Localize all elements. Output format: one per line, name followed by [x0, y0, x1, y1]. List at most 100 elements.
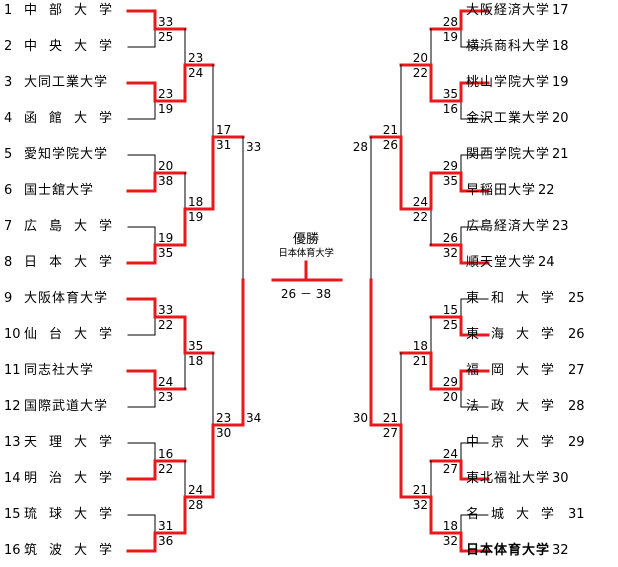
score-bottom: 30: [216, 426, 232, 440]
score-bottom: 30: [352, 411, 368, 425]
score-top: 33: [158, 303, 174, 317]
score-bottom: 20: [442, 390, 458, 404]
team-name: 広島経済大学: [466, 219, 551, 234]
score-top: 15: [442, 303, 458, 317]
score-bottom: 27: [442, 462, 458, 476]
team-name: 日本大学: [24, 255, 125, 270]
score-top: 35: [442, 87, 458, 101]
team-name: 琉球大学: [24, 507, 125, 522]
final-score: 26 － 38: [280, 287, 332, 301]
team-seed: 22: [538, 183, 555, 198]
team-name: 桃山学院大学: [466, 75, 551, 90]
team-name: 順天堂大学: [466, 255, 537, 270]
score-top: 19: [158, 231, 174, 245]
score-top: 24: [412, 195, 428, 209]
score-top: 29: [442, 375, 458, 389]
score-top: 20: [412, 51, 428, 65]
score-top: 21: [412, 483, 428, 497]
team-seed: 9: [4, 291, 13, 306]
team-seed: 28: [568, 399, 585, 414]
team-seed: 32: [552, 543, 569, 558]
champion-title: 優勝: [292, 232, 319, 247]
team-seed: 5: [4, 147, 13, 162]
team-name: 筑波大学: [24, 543, 125, 558]
score-top: 29: [442, 159, 458, 173]
team-name: 仙台大学: [24, 327, 125, 342]
score-top: 23: [216, 411, 232, 425]
score-bottom: 21: [412, 354, 428, 368]
score-top: 33: [158, 15, 174, 29]
team-name: 天理大学: [24, 435, 125, 450]
team-seed: 6: [4, 183, 13, 198]
score-top: 21: [382, 411, 398, 425]
team-seed: 21: [552, 147, 569, 162]
team-seed: 23: [552, 219, 569, 234]
score-bottom: 32: [412, 498, 428, 512]
score-bottom: 27: [382, 426, 398, 440]
score-bottom: 23: [158, 390, 174, 404]
team-name: 日本体育大学: [466, 543, 551, 558]
score-top: 24: [188, 483, 204, 497]
team-name: 中京大学: [466, 435, 567, 450]
team-seed: 18: [552, 39, 569, 54]
team-name: 法政大学: [466, 399, 567, 414]
score-bottom: 24: [188, 66, 204, 80]
team-name: 東北福祉大学: [466, 471, 551, 486]
score-bottom: 32: [442, 534, 458, 548]
score-top: 17: [216, 123, 232, 137]
team-name: 広島大学: [24, 219, 125, 234]
score-bottom: 36: [158, 534, 174, 548]
score-bottom: 35: [442, 174, 458, 188]
score-bottom: 38: [158, 174, 174, 188]
score-top: 18: [412, 339, 428, 353]
score-top: 28: [442, 15, 458, 29]
team-seed: 17: [552, 3, 569, 18]
team-seed: 4: [4, 111, 13, 126]
score-top: 16: [158, 447, 174, 461]
team-name: 早稲田大学: [466, 183, 537, 198]
team-seed: 12: [4, 399, 21, 414]
score-top: 24: [158, 375, 174, 389]
score-top: 26: [442, 231, 458, 245]
score-bottom: 25: [442, 318, 458, 332]
score-bottom: 26: [382, 138, 398, 152]
team-seed: 25: [568, 291, 585, 306]
team-seed: 3: [4, 75, 13, 90]
score-top: 21: [382, 123, 398, 137]
score-bottom: 28: [188, 498, 204, 512]
team-seed: 31: [568, 507, 585, 522]
team-seed: 24: [538, 255, 555, 270]
score-top: 18: [442, 519, 458, 533]
score-top: 35: [188, 339, 204, 353]
team-name: 東海大学: [466, 327, 567, 342]
team-seed: 19: [552, 75, 569, 90]
team-seed: 13: [4, 435, 21, 450]
team-seed: 29: [568, 435, 585, 450]
team-name: 金沢工業大学: [466, 111, 551, 126]
